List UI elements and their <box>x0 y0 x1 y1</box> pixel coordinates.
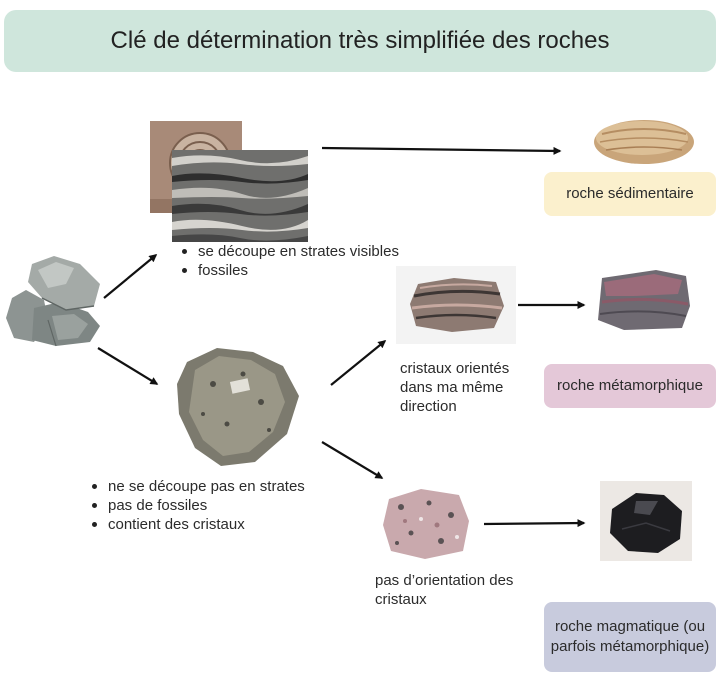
metamorphic-rock-image <box>594 266 694 334</box>
oriented-crystals-text: cristaux orientés dans ma même direction <box>400 360 510 415</box>
gneiss-image <box>396 266 516 344</box>
sedimentary-rock-image <box>588 112 700 168</box>
arrow-to-sedimentary <box>321 146 562 155</box>
feature-item: se découpe en strates visibles <box>172 242 432 261</box>
magmatic-result-box: roche magmatique (ou parfois métamorphiq… <box>544 602 716 672</box>
feature-item: ne se découpe pas en strates <box>82 477 362 496</box>
feature-item: contient des cristaux <box>82 515 362 534</box>
arrow-to-crystalline <box>97 347 159 385</box>
feature-item: fossiles <box>172 261 432 280</box>
strata-image <box>172 150 308 242</box>
crystalline-rock-image <box>173 344 303 470</box>
granite-image <box>381 485 473 561</box>
magmatic-rock-image <box>600 481 692 561</box>
feature-item: pas de fossiles <box>82 496 362 515</box>
arrow-to-gneiss <box>330 340 387 386</box>
arrow-to-granite <box>321 441 384 479</box>
arrow-to-strata <box>103 254 158 299</box>
no-orientation-text: pas d’orientation des cristaux <box>375 572 514 608</box>
non-sedimentary-features-list: ne se découpe pas en strates pas de foss… <box>82 477 362 534</box>
arrow-to-magmatic <box>483 519 586 528</box>
sedimentary-features-list: se découpe en strates visibles fossiles <box>172 242 432 280</box>
page-title: Clé de détermination très simplifiée des… <box>4 10 716 72</box>
metamorphic-result-box: roche métamorphique <box>544 364 716 408</box>
start-rock-image <box>4 250 106 348</box>
sedimentary-result-box: roche sédimentaire <box>544 172 716 216</box>
